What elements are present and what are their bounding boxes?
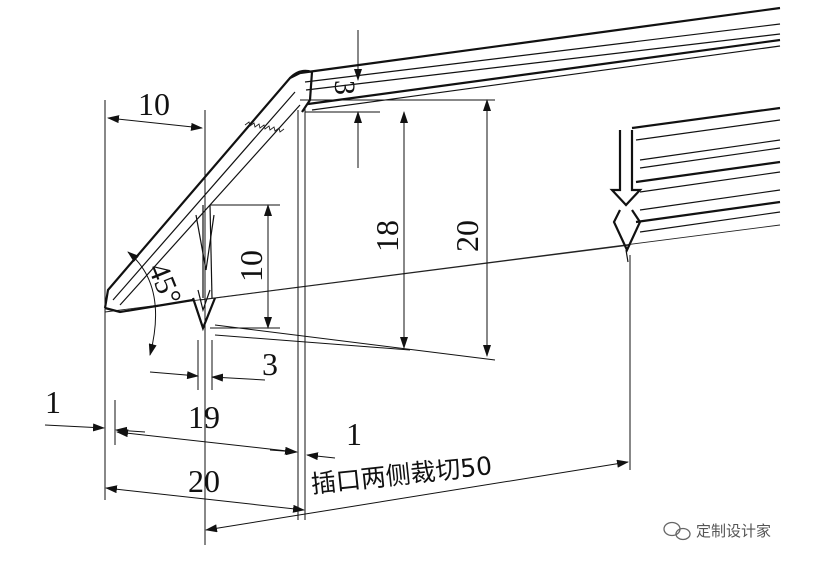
- dim-label-groove-depth: 10: [233, 250, 269, 282]
- dim-label-top-width: 10: [138, 86, 170, 122]
- dim-label-thickness: 3: [328, 80, 361, 95]
- dim-label-height-inner: 18: [369, 220, 405, 252]
- watermark: 定制设计家: [663, 521, 771, 541]
- dim-label-outer-width: 20: [188, 463, 220, 499]
- dim-label-height-outer: 20: [449, 220, 485, 252]
- dim-label-offset-right: 1: [346, 416, 362, 452]
- profile-end-section: [609, 106, 781, 263]
- dim-label-inner-width: 19: [188, 399, 220, 435]
- cut-note: 插口两侧裁切50: [310, 451, 494, 499]
- dim-label-groove-width: 3: [262, 346, 278, 382]
- extension-lines: [104, 99, 631, 545]
- profile-body: [103, 6, 781, 332]
- watermark-text: 定制设计家: [696, 522, 771, 540]
- wechat-icon: [663, 521, 691, 541]
- dimension-arrows: [44, 30, 629, 533]
- dim-label-offset-left: 1: [45, 384, 61, 420]
